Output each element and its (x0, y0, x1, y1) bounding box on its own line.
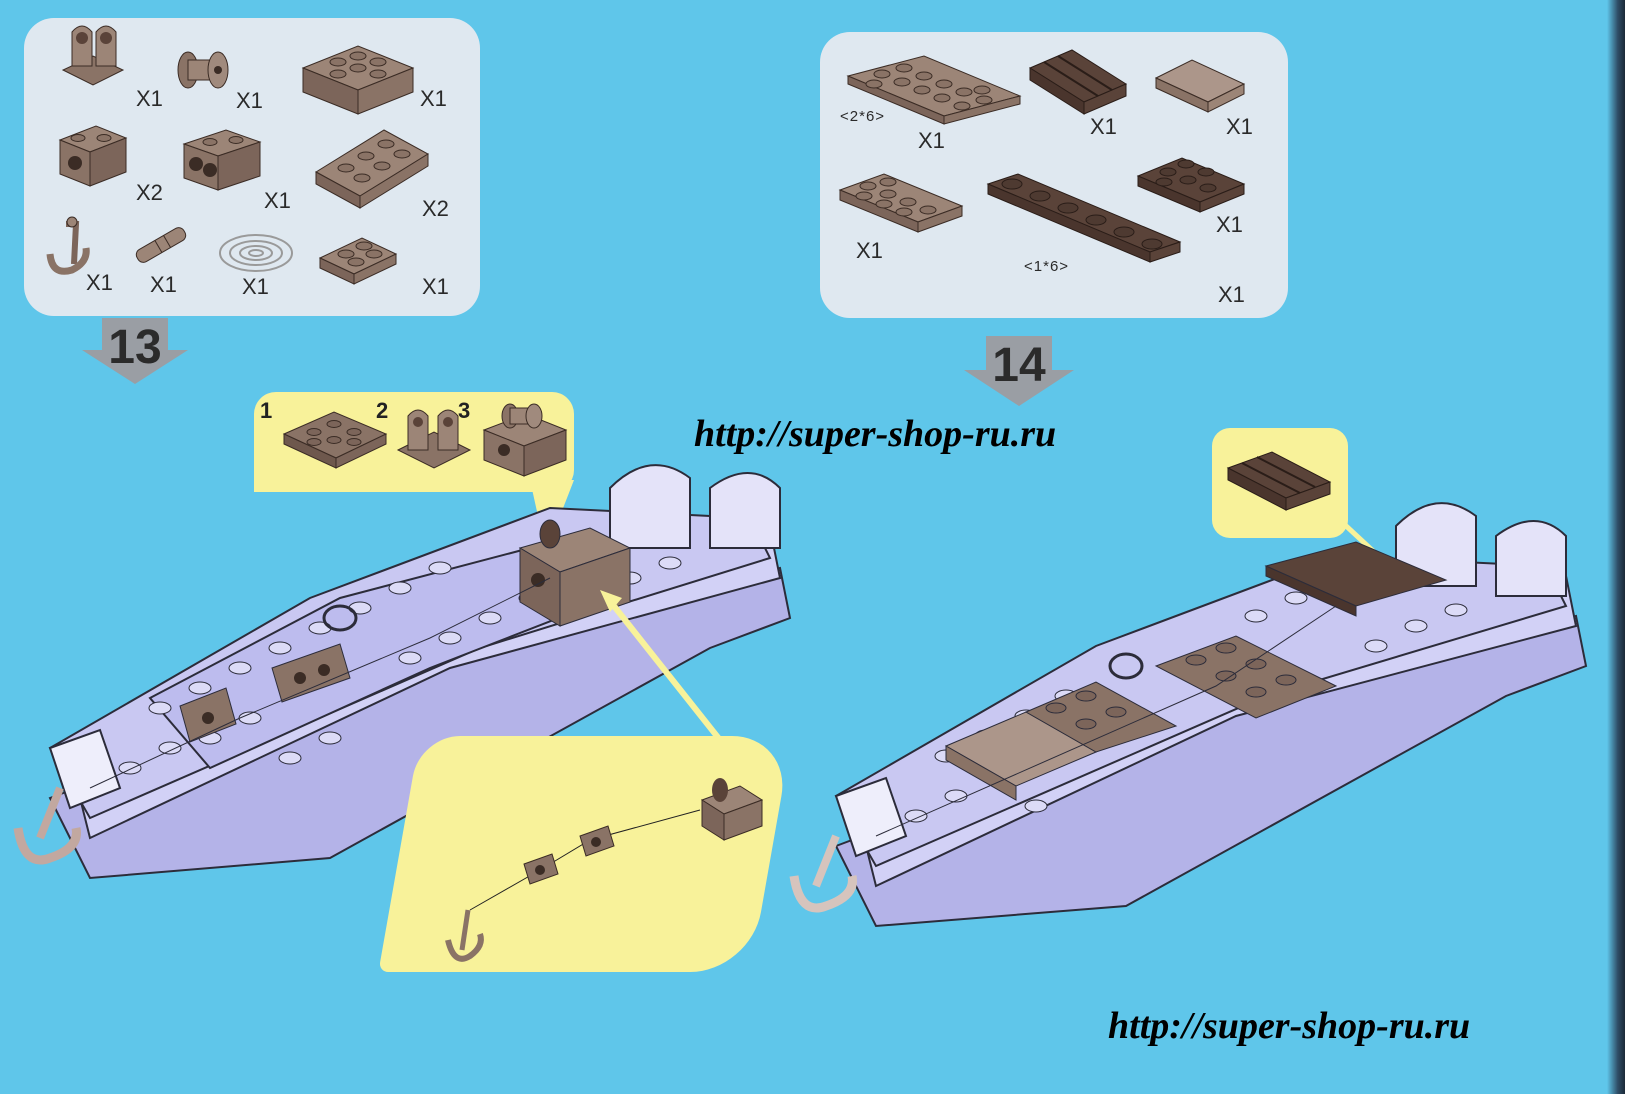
anchor-qty: X1 (86, 270, 113, 295)
grille-tile-callout-part (1226, 451, 1332, 511)
bracket-plate-part (61, 25, 125, 86)
plate-2x4-part (838, 173, 964, 233)
subassembly-2-number: 2 (376, 398, 389, 423)
brick-2x3-qty: X1 (420, 86, 447, 111)
anchor-string-subassembly (445, 778, 764, 962)
page-edge (1607, 0, 1625, 1094)
tile-2x2-part (1154, 59, 1246, 113)
watermark-url-center: http://super-shop-ru.ru (694, 413, 1057, 455)
plate-2x4-qty: X1 (856, 238, 883, 263)
down-arrow-icon (964, 336, 1074, 406)
plate-2x6-part (846, 55, 1022, 125)
plate-2x2-part (318, 237, 398, 285)
anchor-string-callout-pointer (600, 590, 723, 742)
plate-2x6-size-label: <2*6> (840, 108, 886, 125)
bracket-plate-qty: X1 (136, 86, 163, 111)
grille-tile-qty: X1 (1090, 114, 1117, 139)
plate-1x6-size-label: <1*6> (1024, 258, 1070, 275)
subassembly-3-number: 3 (458, 398, 471, 423)
string-part (219, 234, 293, 272)
step-13-subassembly-callout: 1 2 3 (254, 392, 574, 492)
axle-pin-qty: X1 (150, 272, 177, 297)
subassembly-1-plate (282, 411, 388, 469)
step-14-parts-panel: <2*6> X1 X1 X1 X1 <1*6> (820, 32, 1288, 318)
step-14-part-callout (1212, 428, 1348, 538)
down-arrow-icon (82, 318, 188, 384)
watermark-url-bottom: http://super-shop-ru.ru (1108, 1005, 1471, 1047)
string-qty: X1 (242, 274, 269, 299)
axle-pin-part (135, 227, 187, 263)
winch-drum-part (177, 51, 229, 89)
grille-tile-part (1028, 49, 1128, 115)
anchor-part (46, 216, 90, 275)
brick-2x3-part (301, 45, 415, 115)
plate-2x6-qty: X1 (918, 128, 945, 153)
winch-drum-qty: X1 (236, 88, 263, 113)
plate-2x3-part (315, 129, 429, 209)
technic-brick-1x2-qty: X1 (264, 188, 291, 213)
tile-2x2-qty: X1 (1226, 114, 1253, 139)
plate-2x3-qty: X2 (422, 196, 449, 221)
plate-1x6-qty: X1 (1218, 282, 1245, 307)
step-13-parts-panel: X1 X1 X1 X2 X1 (24, 18, 480, 316)
step-14-boat-model (789, 502, 1588, 928)
step-13-arrow: 13 (80, 318, 190, 386)
step-13-boat-model (13, 464, 792, 880)
step-14-arrow: 14 (962, 336, 1076, 408)
technic-brick-1x1-qty: X2 (136, 180, 163, 205)
technic-brick-1x1-part (58, 125, 128, 187)
technic-brick-1x2-part (182, 129, 262, 191)
subassembly-3-winch (482, 403, 568, 477)
plate-2x3-dark-qty: X1 (1216, 212, 1243, 237)
step-14-number: 14 (992, 339, 1046, 392)
subassembly-2-bracket (396, 409, 472, 469)
plate-1x6-part (986, 173, 1182, 263)
subassembly-1-number: 1 (260, 398, 273, 423)
plate-2x2-qty: X1 (422, 274, 449, 299)
plate-2x3-dark-part (1136, 157, 1246, 213)
step-13-number: 13 (108, 321, 162, 374)
